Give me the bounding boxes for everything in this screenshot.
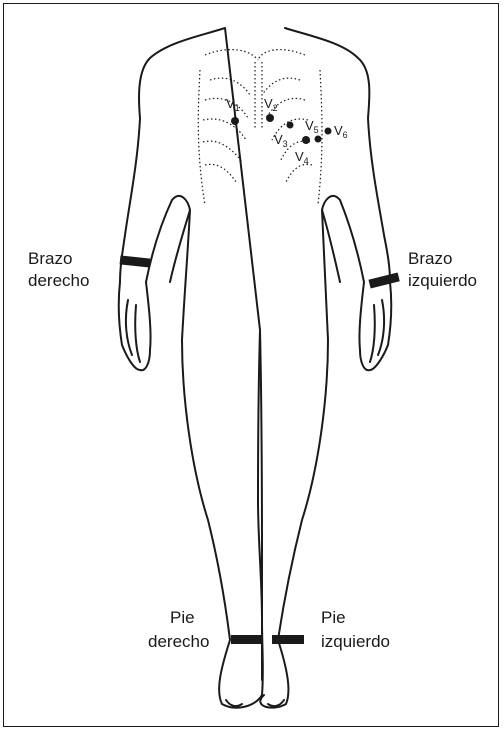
right-foot-label-line2: derecho: [148, 631, 209, 653]
leg-split-line: [260, 330, 262, 680]
left-wrist-band: [368, 272, 399, 288]
left-hand-fingers: [370, 300, 384, 362]
v3-label: V3: [274, 132, 288, 149]
right-hand-fingers: [126, 300, 140, 362]
electrode-bands: [120, 255, 400, 644]
left-arm-label-line2: izquierdo: [408, 270, 477, 292]
right-foot-label-line1: Pie: [170, 607, 195, 629]
v6-electrode: [325, 128, 332, 135]
right-arm-label-line2: derecho: [28, 270, 89, 292]
v1-label: V1: [226, 96, 240, 113]
v5-electrode: [315, 136, 322, 143]
v3-electrode: [287, 122, 294, 129]
v6-label: V6: [334, 123, 348, 140]
left-foot-label-line2: izquierdo: [321, 631, 390, 653]
right-arm-label-line1: Brazo: [28, 248, 72, 270]
left-foot-label-line1: Pie: [321, 607, 346, 629]
v1-electrode: [231, 117, 239, 125]
right-ankle-band: [231, 635, 263, 644]
right-wrist-band: [120, 255, 151, 267]
rib-cage: [198, 50, 322, 205]
v5-label: V5: [305, 118, 319, 135]
v4-label: V4: [295, 149, 309, 166]
v2-electrode: [266, 114, 274, 122]
v4-electrode: [302, 136, 310, 144]
left-arm-label-line1: Brazo: [408, 248, 452, 270]
body-left-contour: [119, 28, 263, 708]
body-outline: [119, 28, 392, 708]
left-ankle-band: [272, 635, 304, 644]
v2-label: V2: [264, 96, 278, 113]
